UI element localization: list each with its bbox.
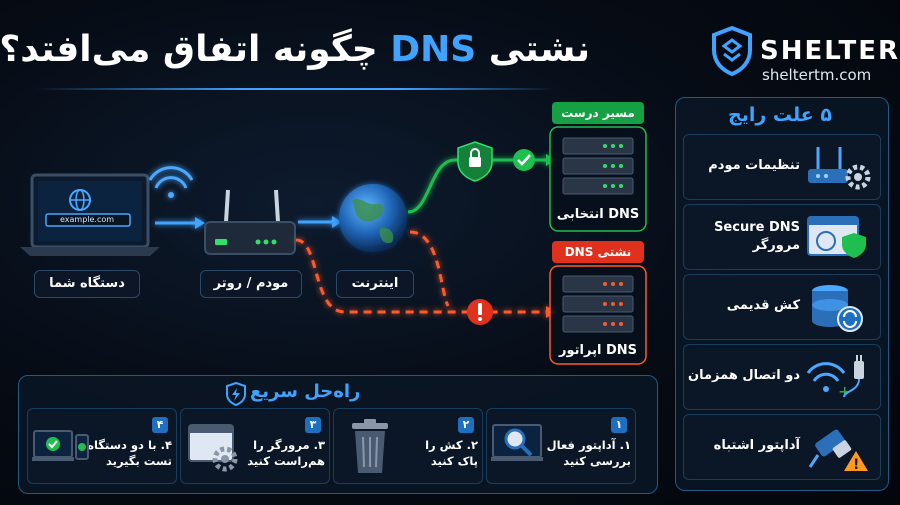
flow-arrow-router-internet [298,216,342,228]
fix-card-two-devices: ۴ ۴. با دو دستگاه تست بگیرید [27,408,177,484]
cause-card-modem: تنظیمات مودم [683,134,881,200]
wifi-icon [148,166,194,198]
title-part-2: چگونه اتفاق می‌افتد؟ [0,29,391,70]
causes-title: ۵ علت رایج [728,104,832,126]
leak-route-line [295,230,556,318]
wifi-plug-icon: + [806,355,864,401]
warning-circle-icon [467,299,493,325]
cause-card-wrong-adapter: آداپتور اشتباه ! [683,414,881,480]
cause-label: Secure DNS مرورگر [714,220,800,253]
fix-number: ۲ [458,417,474,433]
brand-name: SHELTER [760,36,900,66]
title-highlight: DNS [390,29,477,70]
magnifier-icon [491,424,543,461]
svg-text:!: ! [853,457,859,473]
brand-url[interactable]: sheltertm.com [762,66,872,84]
router-label: مودم / روتر [200,270,302,298]
fix-card-clear-cache: ۲ ۲. کش را پاک کنید [333,408,483,484]
check-circle-icon [513,149,535,171]
router-icon [204,189,296,255]
leak-tag: نشتی DNS [552,241,644,263]
fix-number: ۳ [305,417,321,433]
browser-shield-icon [807,216,866,258]
cause-card-old-cache: کش قدیمی [683,274,881,340]
cause-card-secure-dns: Secure DNS مرورگر [683,204,881,270]
fixes-title: راه‌حل سریع [250,381,361,402]
database-refresh-icon [812,285,863,332]
cause-label: کش قدیمی [726,298,800,313]
cause-card-two-connections: دو اتصال همزمان + [683,344,881,410]
device-label: دستگاه شما [34,270,140,298]
globe-icon [339,184,407,252]
laptop-url-text: example.com [60,215,115,224]
browser-gear-icon [188,424,238,472]
fix-label: ۲. کش را پاک کنید [425,438,478,468]
fix-card-align-browser: ۳ ۳. مرورگر را هم‌راست کنید [180,408,330,484]
devices-check-icon [32,430,89,461]
fix-number: ۴ [152,417,168,433]
server-stack-red-icon [562,275,634,333]
cause-label: تنظیمات مودم [708,158,800,173]
title-part-1: نشتی [476,29,590,70]
lock-shield-icon [457,141,493,182]
shield-logo-icon [712,26,752,76]
fix-card-check-adapter: ۱ ۱. آداپتور فعال را بررسی کنید [486,408,636,484]
fix-label: ۱. آداپتور فعال را بررسی کنید [532,438,631,468]
flow-arrow-device-router [155,217,205,229]
adapter-warning-icon: ! [808,429,868,473]
svg-text:+: + [838,382,851,401]
router-gear-icon [808,147,871,190]
cause-label: دو اتصال همزمان [688,368,800,383]
trash-icon [352,419,388,473]
internet-label: اینترنت [336,270,414,298]
dns-chosen-label: DNS انتخابی [556,207,640,222]
correct-route-tag: مسیر درست [552,102,644,124]
bolt-shield-icon [226,382,246,406]
fix-label: ۳. مرورگر را هم‌راست کنید [247,438,325,468]
dns-operator-label: DNS اپراتور [559,343,637,358]
title-underline [35,88,555,90]
server-stack-green-icon [562,137,634,195]
fix-number: ۱ [611,417,627,433]
network-diagram [20,126,647,365]
page-title: نشتی DNS چگونه اتفاق می‌افتد؟ [0,20,590,80]
laptop-icon [20,173,160,256]
cause-label: آداپتور اشتباه [713,438,800,453]
fix-label: ۴. با دو دستگاه تست بگیرید [87,438,172,468]
